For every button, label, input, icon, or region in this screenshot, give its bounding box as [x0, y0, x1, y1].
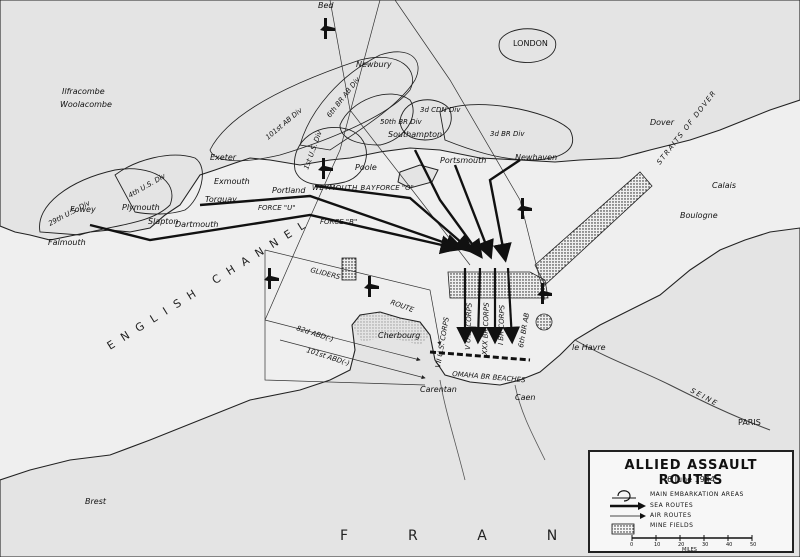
air-route-1	[329, 0, 471, 266]
label-poole: Poole	[355, 163, 377, 172]
embarkation-3dcdn	[399, 99, 452, 141]
sea-route-force-b	[89, 213, 460, 255]
label-paris: PARIS	[738, 418, 761, 427]
sea-route-newhaven	[488, 159, 521, 263]
legend-item-sea-routes: SEA ROUTES	[650, 502, 694, 509]
label-exeter: Exeter	[210, 153, 237, 162]
label-brest: Brest	[85, 497, 107, 506]
label-slapton: Slapton	[148, 217, 178, 226]
label-calais: Calais	[712, 181, 736, 190]
air-route-82d	[264, 319, 421, 362]
minefield-pattern-icon	[611, 523, 635, 535]
orne-river	[514, 384, 546, 461]
scale-tick-30: 30	[702, 542, 709, 548]
sea-route-corps-2	[469, 267, 488, 345]
embarkation-area-icon	[612, 490, 636, 502]
sea-route-arrow-icon	[610, 502, 646, 510]
label-3dcdn-div: 3d CDN Div	[420, 106, 461, 114]
embarkation-4th	[114, 154, 203, 215]
legend-item-embarkation: MAIN EMBARKATION AREAS	[650, 491, 744, 498]
legend-item-mine-fields: MINE FIELDS	[650, 522, 694, 529]
seine-river	[574, 339, 771, 431]
label-bed: Bed	[318, 1, 334, 10]
embarkation-29th	[39, 168, 173, 236]
label-torquay: Torquay	[205, 195, 237, 204]
label-force-u: FORCE "U"	[258, 204, 296, 212]
minefield-beach	[447, 271, 549, 299]
scale-bar	[631, 535, 753, 541]
label-fowey: Fowey	[70, 205, 96, 214]
label-newbury: Newbury	[356, 60, 392, 69]
embarkation-1st	[294, 126, 367, 186]
air-route-arrow-icon	[610, 513, 646, 519]
label-portsmouth: Portsmouth	[440, 156, 486, 165]
legend-item-air-routes: AIR ROUTES	[650, 512, 692, 519]
embarkation-london	[498, 28, 557, 63]
embarkation-50th	[339, 93, 414, 146]
sea-route-force-u	[199, 194, 465, 253]
scale-tick-40: 40	[726, 542, 733, 548]
air-route-3	[394, 0, 546, 301]
embarkation-6thab	[299, 51, 419, 151]
label-dover: Dover	[650, 118, 675, 127]
label-boulogne: Boulogne	[680, 211, 718, 220]
label-caen: Caen	[515, 393, 535, 402]
legend-date: 6 June 1944	[667, 475, 715, 484]
sea-route-portsmouth	[453, 164, 494, 260]
label-ilfracombe: Ilfracombe	[62, 87, 105, 96]
label-3dbr-div: 3d BR Div	[490, 130, 525, 138]
vire-river	[439, 379, 466, 481]
sea-route-corps-4	[502, 267, 521, 345]
place-labels: LONDON Dover Calais Boulogne PARIS le Ha…	[48, 1, 761, 506]
scale-tick-20: 20	[678, 542, 685, 548]
label-carentan: Carentan	[420, 385, 457, 394]
embarkation-101ab	[209, 56, 413, 162]
legend: ALLIED ASSAULT ROUTES 6 June 1944 MAIN E…	[588, 450, 794, 553]
label-dartmouth: Dartmouth	[175, 220, 218, 229]
label-force-b: FORCE "B"	[320, 218, 357, 226]
label-i-corps: I BR CORPS	[497, 304, 506, 345]
label-xxx-corps: XXX BR CORPS	[481, 302, 491, 356]
aircraft-icon	[264, 18, 552, 304]
label-le-havre: le Havre	[572, 343, 606, 352]
scale-tick-0: 0	[630, 542, 634, 548]
air-route-gliders	[264, 249, 442, 346]
minefield-circle	[535, 313, 553, 331]
sea-route-force-o	[314, 184, 474, 254]
sea-route-southampton	[413, 149, 483, 259]
label-london: LONDON	[513, 39, 548, 48]
label-plymouth: Plymouth	[122, 203, 160, 212]
legend-icons	[610, 490, 646, 535]
cherbourg-peninsula	[352, 312, 430, 345]
label-portland: Portland	[272, 186, 306, 195]
scale-tick-10: 10	[654, 542, 661, 548]
label-newhaven: Newhaven	[515, 153, 557, 162]
label-50th-div: 50th BR Div	[380, 118, 423, 126]
label-woolacombe: Woolacombe	[60, 100, 112, 109]
label-falmouth: Falmouth	[48, 238, 86, 247]
air-route-101st	[279, 339, 426, 380]
air-route-2	[264, 0, 381, 321]
label-force-o: FORCE "O"	[376, 184, 414, 192]
label-cherbourg: Cherbourg	[378, 331, 420, 340]
scale-tick-50: 50	[750, 542, 757, 548]
label-weymouth-bay: WEYMOUTH BAY	[312, 184, 376, 192]
air-route-box	[264, 250, 426, 386]
scale-unit: MILES	[682, 547, 697, 553]
label-southampton: Southampton	[388, 130, 442, 139]
invasion-beaches	[429, 350, 531, 362]
legend-title: ALLIED ASSAULT ROUTES	[624, 458, 758, 488]
label-exmouth: Exmouth	[214, 177, 250, 186]
embarkation-3dbr	[439, 104, 573, 161]
label-v-corps: V U.S. CORPS	[464, 302, 474, 350]
